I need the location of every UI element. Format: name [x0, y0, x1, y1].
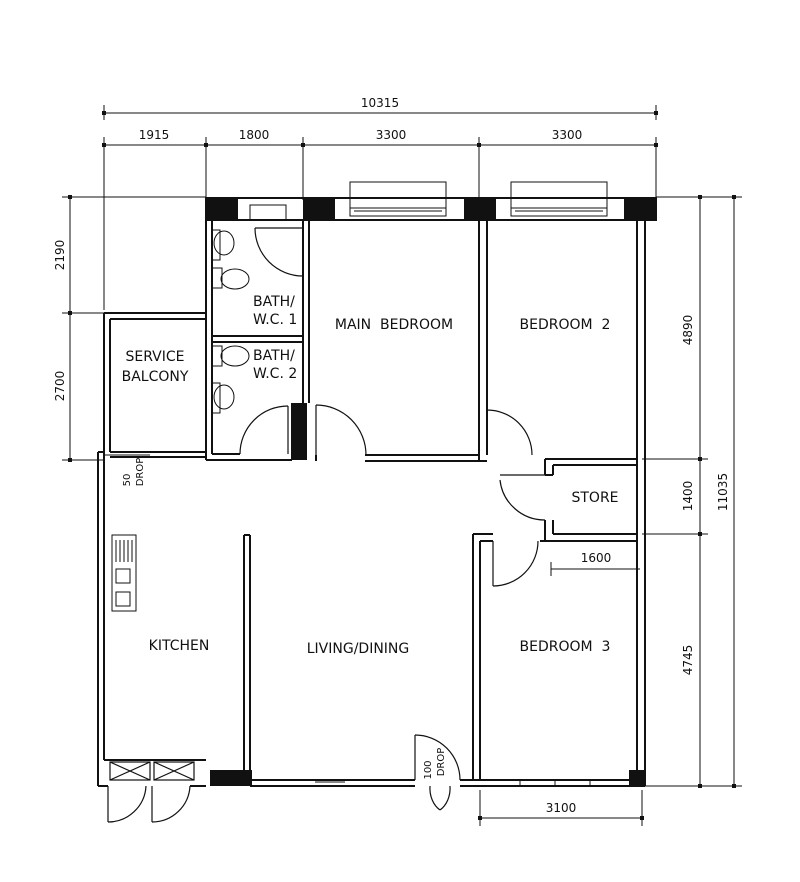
room-bath2-line1: BATH/ [253, 348, 295, 364]
dimension-ticks [68, 111, 736, 820]
dim-total-height: 11035 [716, 473, 730, 511]
drop100-value: 100 [423, 760, 434, 779]
room-bath1-line1: BATH/ [253, 294, 295, 310]
drop50-label: DROP [135, 458, 146, 487]
room-main-bedroom: MAIN BEDROOM [335, 317, 453, 333]
dim-top-3: 3300 [376, 128, 407, 142]
windows [249, 181, 608, 786]
room-store: STORE [571, 490, 618, 506]
dim-right-2: 1400 [681, 481, 695, 512]
dim-right-3: 4745 [681, 645, 695, 676]
room-bath1-line2: W.C. 1 [253, 312, 297, 328]
room-bedroom2: BEDROOM 2 [520, 317, 611, 333]
columns [206, 198, 656, 786]
room-kitchen: KITCHEN [149, 638, 210, 654]
dim-total-width: 10315 [361, 96, 399, 110]
dim-top-1: 1915 [139, 128, 170, 142]
dim-left-1: 2190 [53, 240, 67, 271]
doors [107, 227, 546, 823]
dim-top-2: 1800 [239, 128, 270, 142]
dim-left-2: 2700 [53, 371, 67, 402]
dim-right-1: 4890 [681, 315, 695, 346]
room-bedroom3: BEDROOM 3 [520, 639, 611, 655]
room-living-dining: LIVING/DINING [307, 641, 410, 657]
room-service-balcony-line1: SERVICE [125, 349, 184, 365]
room-service-balcony-line2: BALCONY [122, 369, 189, 385]
dim-store-inner: 1600 [581, 551, 612, 565]
dim-bottom: 3100 [546, 801, 577, 815]
drop50-value: 50 [122, 474, 133, 487]
room-bath2-line2: W.C. 2 [253, 366, 297, 382]
fixtures [104, 229, 250, 612]
dim-top-4: 3300 [552, 128, 583, 142]
drop100-label: DROP [436, 748, 447, 777]
